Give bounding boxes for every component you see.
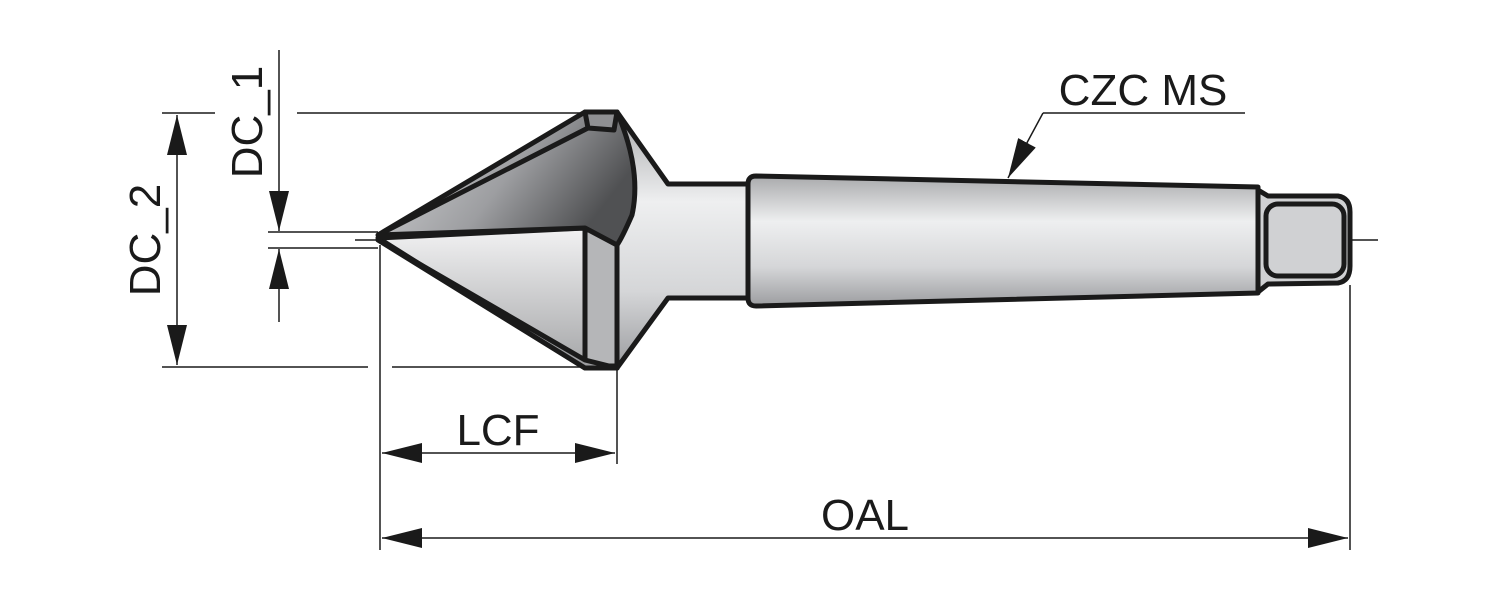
dimension-dc1: DC_1 [223, 50, 289, 322]
taper-shank [745, 173, 1261, 309]
shank-callout: CZC MS [1007, 66, 1245, 179]
dimension-oal: OAL [382, 491, 1348, 548]
oal-label: OAL [821, 491, 909, 540]
head-land [582, 227, 620, 369]
head-upper-cone [375, 109, 638, 248]
neck [614, 109, 751, 371]
shank-label: CZC MS [1059, 66, 1228, 115]
dc1-label: DC_1 [223, 66, 272, 179]
countersink-tool [375, 109, 1353, 371]
extension-lines [162, 112, 1351, 550]
head-lower-face [375, 225, 620, 371]
lcf-label: LCF [456, 406, 539, 455]
dimension-dc2: DC_2 [121, 115, 187, 365]
tang-flat [1263, 201, 1347, 279]
dc2-label: DC_2 [121, 184, 170, 297]
dimension-lcf: LCF [382, 406, 615, 463]
